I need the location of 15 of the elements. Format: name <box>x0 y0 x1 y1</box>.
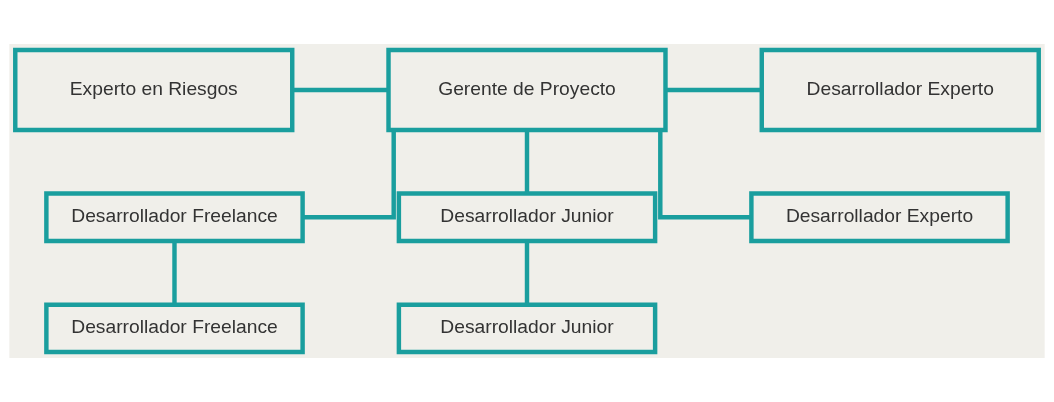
node-box: Desarrollador Freelance <box>44 191 305 244</box>
connector <box>666 87 762 93</box>
connector <box>172 241 177 305</box>
node-box: Desarrollador Junior <box>396 191 658 244</box>
connector <box>524 241 530 305</box>
node-box: Experto en Riesgos <box>13 47 295 133</box>
connector <box>302 130 396 220</box>
node-box: Desarrollador Junior <box>396 302 658 355</box>
connector <box>658 130 752 220</box>
connector <box>292 87 388 93</box>
node-box: Gerente de Proyecto <box>386 47 668 133</box>
node-box: Desarrollador Experto <box>749 191 1010 244</box>
node-box: Desarrollador Experto <box>759 47 1041 133</box>
connector <box>524 130 530 194</box>
node-box: Desarrollador Freelance <box>44 302 305 355</box>
